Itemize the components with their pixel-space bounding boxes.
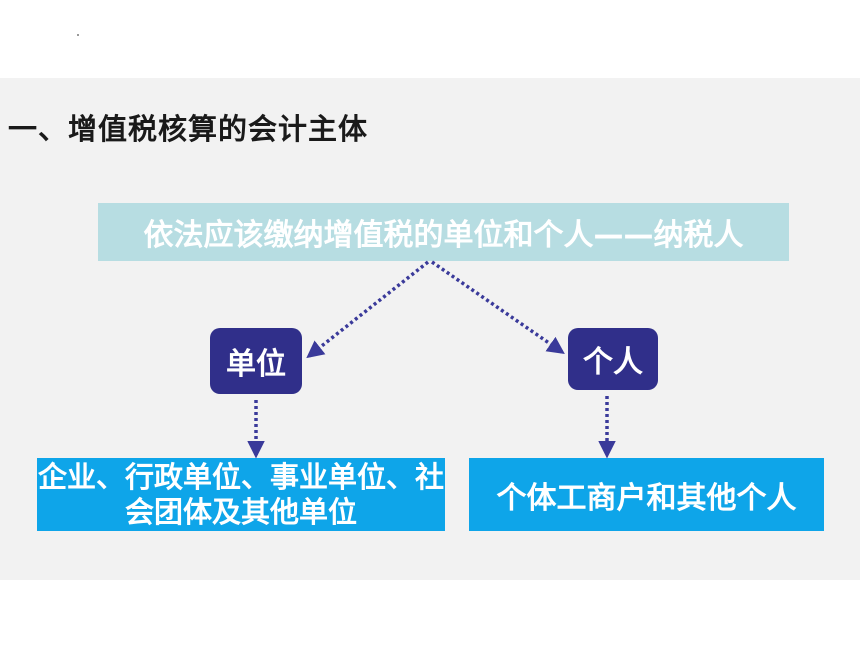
arrow-to-unit: [306, 260, 430, 359]
unit-node: 单位: [210, 328, 302, 394]
person-types-box: 个体工商户和其他个人: [469, 458, 824, 531]
unit-node-label: 单位: [226, 347, 286, 382]
unit-types-text: 企业、行政单位、事业单位、社会团体及其他单位: [37, 459, 444, 529]
person-types-text: 个体工商户和其他个人: [496, 480, 797, 516]
person-node: 个人: [568, 328, 658, 390]
taxpayer-definition-text: 依法应该缴纳增值税的单位和个人——纳税人: [143, 218, 744, 253]
taxpayer-definition-box: 依法应该缴纳增值税的单位和个人——纳税人: [98, 203, 789, 261]
unit-types-box: 企业、行政单位、事业单位、社会团体及其他单位: [37, 458, 445, 531]
arrow-to-person: [431, 260, 565, 354]
person-node-label: 个人: [583, 345, 643, 380]
slide-marker-dot: [77, 34, 79, 36]
section-title: 一、增值税核算的会计主体: [8, 112, 369, 146]
